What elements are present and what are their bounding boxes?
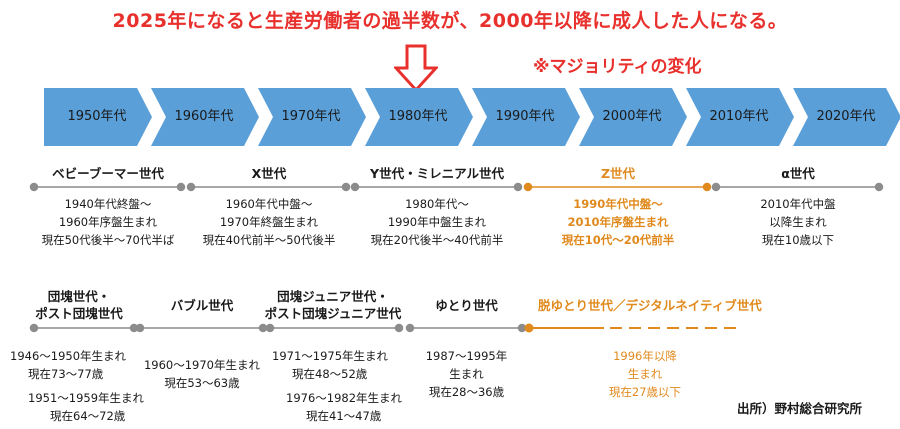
generation-name: Z世代 — [600, 166, 636, 181]
source-credit: 出所）野村総合研究所 — [737, 401, 863, 416]
chevron-2020 — [793, 88, 900, 146]
generation-name: 団塊世代・ポスト団塊世代 — [35, 289, 123, 321]
generation-name: ベビーブーマー世代 — [52, 166, 164, 181]
chevron-1980 — [365, 88, 473, 146]
decade-label: 1980年代 — [388, 109, 448, 124]
decade-label: 1990年代 — [495, 109, 555, 124]
chevron-1970 — [258, 88, 366, 146]
generation-name: α世代 — [781, 166, 815, 181]
generation-desc: 1990年代中盤～2010年序盤生まれ現在10代～20代前半 — [561, 197, 675, 247]
headline: 2025年になると生産労働者の過半数が、2000年以降に成人した人になる。 — [112, 10, 788, 32]
decade-timeline — [44, 88, 900, 146]
generation-desc: 1980年代～1990年中盤生まれ現在20代後半～40代前半 — [370, 197, 504, 247]
generation-desc: 1960年代中盤～1970年終盤生まれ現在40代前半～50代後半 — [202, 197, 336, 247]
decade-label: 2010年代 — [709, 109, 769, 124]
generation-name: バブル世代 — [170, 298, 234, 313]
chevron-2000 — [579, 88, 687, 146]
decade-label: 2000年代 — [602, 109, 662, 124]
chevron-1950 — [44, 88, 152, 146]
generation-name: 団塊ジュニア世代・ポスト団塊ジュニア世代 — [264, 289, 402, 321]
generation-desc: 2010年代中盤以降生まれ現在10歳以下 — [760, 197, 836, 247]
down-arrow-icon — [394, 44, 438, 92]
generation-desc: 1946～1950年生まれ 現在73～77歳 1951～1959年生まれ 現在6… — [10, 349, 145, 423]
generation-desc: 1960～1970年生まれ現在53～63歳 — [143, 358, 261, 390]
chevron-1960 — [151, 88, 259, 146]
chevron-2010 — [686, 88, 794, 146]
generation-desc: 1996年以降生まれ現在27歳以下 — [608, 349, 682, 399]
generation-name: X世代 — [251, 166, 287, 181]
generation-name: ゆとり世代 — [435, 298, 498, 313]
generation-name: Y世代・ミレニアル世代 — [370, 166, 504, 181]
decade-label: 1950年代 — [67, 109, 127, 124]
generation-desc: 1940年代終盤～1960年序盤生まれ現在50代後半～70代半ば — [41, 197, 175, 247]
chevron-1990 — [472, 88, 580, 146]
decade-label: 1970年代 — [281, 109, 341, 124]
decade-label: 2020年代 — [816, 109, 876, 124]
decade-label: 1960年代 — [174, 109, 234, 124]
generation-desc: 1987～1995年生まれ現在28～36歳 — [425, 349, 508, 399]
subhead: ※マジョリティの変化 — [533, 57, 702, 77]
generation-name: 脱ゆとり世代／デジタルネイティブ世代 — [538, 298, 762, 313]
generation-desc: 1971～1975年生まれ 現在48～52歳 1976～1982年生まれ 現在4… — [272, 349, 403, 423]
